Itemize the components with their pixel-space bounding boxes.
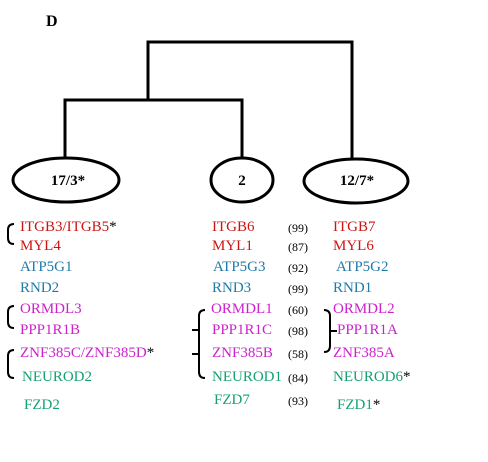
node-label-right: 12/7* (339, 173, 375, 189)
gene-name: MYL4 (20, 238, 61, 254)
gene-name: NEUROD1 (212, 369, 282, 385)
gene-label: ZNF385C/ZNF385D* (20, 346, 154, 361)
gene-name: ATP5G3 (213, 259, 266, 275)
support-score: (58) (288, 347, 308, 361)
bracket-left-integrin (7, 223, 15, 245)
gene-label: FZD2 (24, 398, 60, 413)
support-score: (93) (288, 394, 308, 408)
bracket-left-ormdl (7, 305, 15, 329)
bracket-middle (198, 309, 206, 379)
node-label-middle: 2 (238, 173, 246, 189)
gene-label: ORMDL3 (20, 302, 82, 317)
bracket-right (323, 309, 331, 353)
gene-name: FZD7 (214, 392, 250, 408)
gene-name: NEUROD6 (333, 369, 403, 385)
gene-label: ZNF385A (333, 346, 395, 361)
asterisk-marker: * (372, 397, 381, 413)
gene-name: MYL1 (212, 238, 253, 254)
gene-name: ZNF385C/ZNF385D (20, 345, 147, 361)
panel-label: D (46, 13, 58, 30)
gene-label: RND3 (212, 281, 251, 296)
gene-label: RND1 (333, 281, 372, 296)
gene-label: ATP5G1 (20, 260, 73, 275)
node-ellipse-left (11, 156, 121, 204)
node-ellipse-right (302, 157, 410, 205)
gene-label: MYL6 (333, 239, 374, 254)
gene-label: ATP5G3 (213, 260, 266, 275)
support-score: (99) (288, 282, 308, 296)
support-score: (99) (288, 221, 308, 235)
gene-name: FZD1 (337, 397, 373, 413)
gene-name: PPP1R1A (337, 322, 398, 338)
gene-name: ORMDL3 (20, 301, 82, 317)
gene-name: RND3 (212, 280, 252, 296)
gene-label: RND2 (20, 281, 59, 296)
gene-name: ITGB6 (212, 219, 255, 235)
support-score: (84) (288, 371, 308, 385)
support-score: (60) (288, 303, 308, 317)
gene-name: ZNF385B (212, 345, 273, 361)
gene-label: ZNF385B (212, 346, 273, 361)
gene-label: NEUROD1 (212, 370, 282, 385)
gene-name: ORMDL2 (333, 301, 395, 317)
gene-name: PPP1R1B (20, 322, 81, 338)
gene-label: PPP1R1B (20, 323, 80, 338)
gene-name: RND1 (333, 280, 373, 296)
gene-name: PPP1R1C (212, 322, 273, 338)
asterisk-marker: * (109, 219, 117, 235)
support-score: (98) (288, 324, 308, 338)
gene-label: PPP1R1C (212, 323, 272, 338)
gene-name: ITGB7 (333, 219, 376, 235)
gene-label: ITGB3/ITGB5* (20, 220, 117, 235)
gene-label: NEUROD2 (22, 370, 92, 385)
node-ellipse-middle (209, 156, 275, 204)
gene-label: FZD7 (214, 393, 250, 408)
gene-label: ITGB7 (333, 220, 376, 235)
gene-name: NEUROD2 (22, 369, 92, 385)
support-score: (87) (288, 240, 308, 254)
gene-label: ORMDL1 (211, 302, 273, 317)
gene-label: PPP1R1A (337, 323, 398, 338)
gene-label: ORMDL2 (333, 302, 395, 317)
gene-name: MYL6 (333, 238, 374, 254)
asterisk-marker: * (403, 369, 411, 385)
gene-label: NEUROD6* (333, 370, 411, 385)
gene-label: FZD1* (337, 398, 380, 413)
gene-name: FZD2 (24, 397, 60, 413)
gene-name: ZNF385A (333, 345, 395, 361)
gene-name: ATP5G1 (20, 259, 73, 275)
node-label-left: 17/3* (50, 173, 86, 189)
gene-name: RND2 (20, 280, 60, 296)
gene-name: ATP5G2 (336, 259, 389, 275)
gene-name: ORMDL1 (211, 301, 273, 317)
gene-label: MYL1 (212, 239, 253, 254)
gene-label: MYL4 (20, 239, 61, 254)
asterisk-marker: * (146, 345, 155, 361)
gene-label: ATP5G2 (336, 260, 389, 275)
support-score: (92) (288, 261, 308, 275)
bracket-left-znf (7, 349, 15, 379)
gene-label: ITGB6 (212, 220, 255, 235)
gene-name: ITGB3/ITGB5 (20, 219, 110, 235)
